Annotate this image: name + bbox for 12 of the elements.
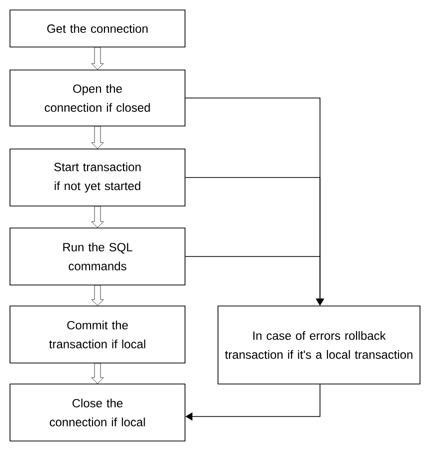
process-box: Close the connection if local — [10, 384, 186, 442]
block-arrow — [91, 206, 104, 228]
process-box: Open the connection if closed — [10, 70, 186, 126]
process-box: Commit the transaction if local — [10, 306, 186, 364]
process-box: In case of errors rollback transaction if it's a local transaction — [218, 306, 420, 384]
process-box: Start transaction if not yet started — [10, 148, 186, 206]
process-box: Get the connection — [10, 10, 186, 48]
block-arrow — [91, 363, 104, 384]
block-arrow — [91, 126, 104, 149]
process-box: Run the SQL commands — [10, 228, 186, 286]
block-arrow — [91, 285, 104, 306]
block-arrow — [91, 47, 104, 70]
